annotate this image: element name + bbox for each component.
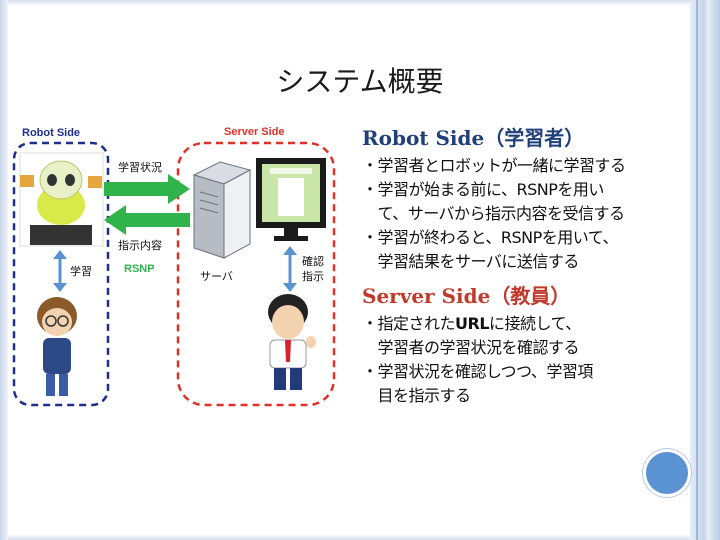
protocol-label: RSNP [124, 263, 155, 275]
robot-bullet-3: て、サーバから指示内容を受信する [362, 204, 626, 223]
server-side-heading-suffix: （教員） [490, 284, 571, 308]
instruct-label: 指示 [302, 269, 324, 283]
slide-title: システム概要 [276, 65, 444, 98]
teacher-character [268, 294, 316, 390]
robot-bullet-2: ・学習が始まる前に、RSNPを用い [362, 180, 604, 199]
instruction-arrow-left [104, 205, 190, 235]
server-tower-icon [192, 161, 252, 259]
server-bullet-1-pre: ・指定された [362, 314, 456, 333]
server-bullet-4: 目を指示する [362, 386, 472, 405]
description-panel: Robot Side（学習者） ・学習者とロボットが一緒に学習する ・学習が始ま… [362, 124, 692, 408]
server-side-label: Server Side [224, 126, 285, 138]
server-bullet-3: ・学習状況を確認しつつ、学習項 [362, 362, 593, 381]
slide-frame-left [0, 0, 8, 540]
arrow-top-label: 学習状況 [118, 160, 162, 174]
robot-bullet-5: 学習結果をサーバに送信する [362, 252, 580, 271]
robot-image [19, 152, 104, 247]
server-label: サーバ [200, 270, 233, 283]
confirm-connector [283, 246, 297, 292]
status-arrow-right [104, 174, 190, 204]
server-bullet-2: 学習者の学習状況を確認する [362, 338, 580, 357]
robot-bullet-4: ・学習が終わると、RSNPを用いて、 [362, 228, 618, 247]
server-bullet-1-url: URL [455, 314, 490, 333]
server-side-heading: Server Side（教員） [362, 282, 692, 310]
server-bullet-1: ・指定されたURLに接続して、 [362, 312, 692, 336]
monitor-icon [256, 158, 326, 241]
server-bullet-1-post: に接続して、 [489, 314, 581, 333]
slide-frame-top [8, 0, 690, 6]
slide-frame-bottom [8, 534, 690, 540]
server-side-heading-text: Server Side [362, 284, 491, 308]
server-side-box [176, 141, 336, 407]
learning-connector [53, 250, 67, 292]
arrow-bottom-label: 指示内容 [118, 238, 162, 252]
robot-side-heading: Robot Side（学習者） [362, 124, 692, 152]
decorative-circle [643, 449, 691, 497]
slide-frame-right [690, 0, 720, 540]
robot-side-label: Robot Side [22, 127, 80, 139]
robot-side-heading-text: Robot Side [362, 126, 485, 150]
robot-side-heading-suffix: （学習者） [484, 126, 585, 150]
robot-bullet-1: ・学習者とロボットが一緒に学習する [362, 156, 626, 175]
learning-label: 学習 [70, 264, 92, 278]
student-character [37, 297, 77, 396]
confirm-label: 確認 [302, 254, 324, 268]
robot-side-box [12, 141, 110, 407]
